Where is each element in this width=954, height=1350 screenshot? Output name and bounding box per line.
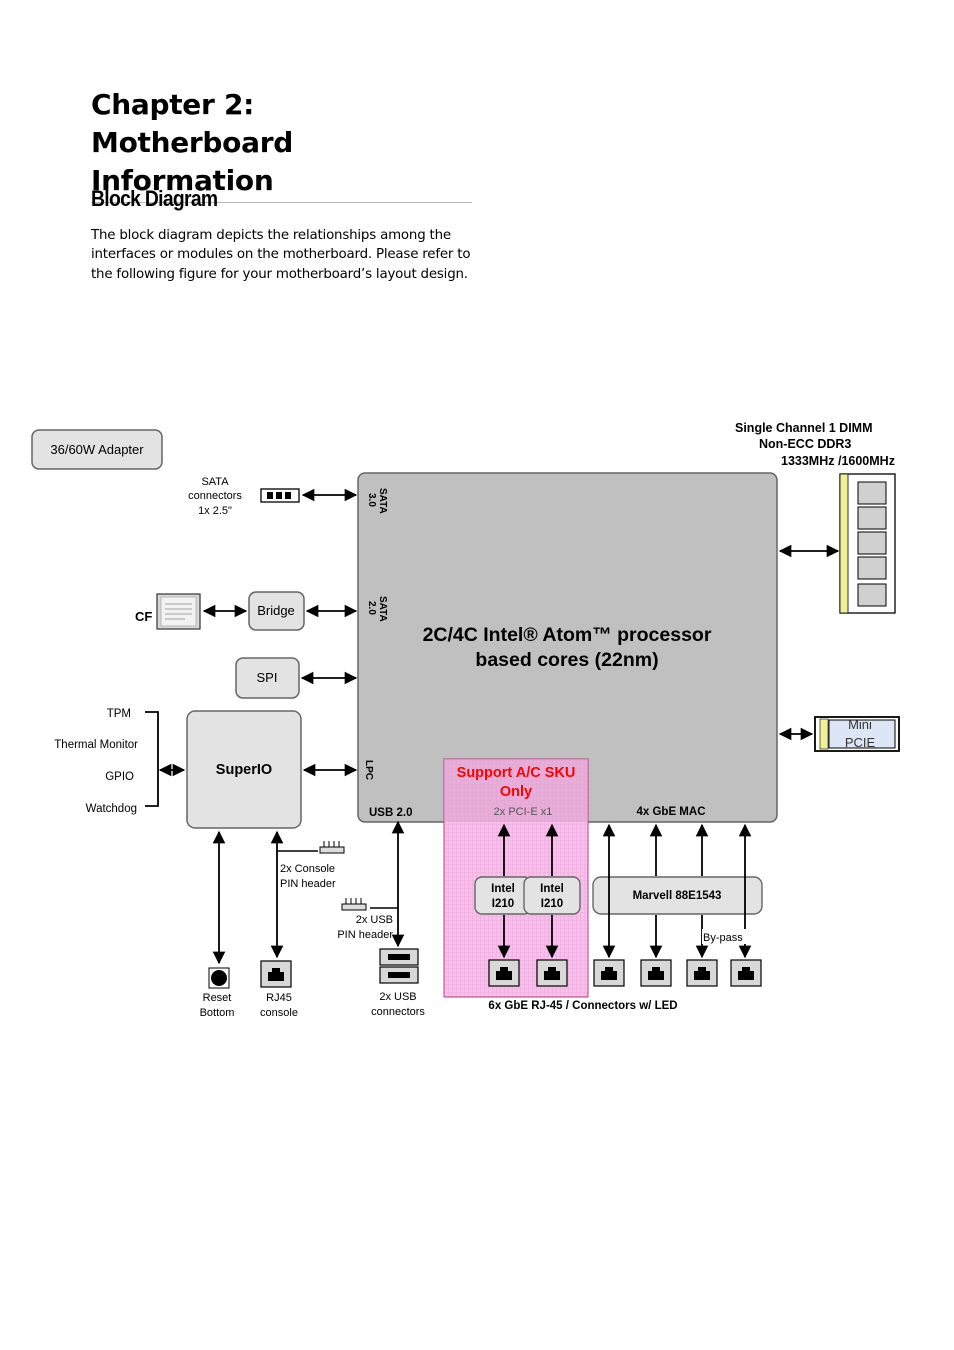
minipcie-line2: PCIE: [845, 735, 876, 750]
marvell-box: Marvell 88E1543: [592, 876, 763, 915]
intel2-line1: Intel: [540, 883, 564, 895]
console-line1: 2x Console: [280, 863, 335, 875]
rj45-port-1: [488, 959, 520, 987]
sata-port1-line1: SATA: [377, 488, 388, 514]
reset-label: Reset Bottom: [200, 992, 235, 1019]
rj45-console-line2: console: [260, 1007, 298, 1019]
adapter-label: 36/60W Adapter: [50, 442, 144, 457]
marvell-label: Marvell 88E1543: [633, 890, 722, 902]
rj45-port-5: [686, 959, 718, 987]
adapter-box: 36/60W Adapter: [31, 429, 163, 470]
usb-header-line1: 2x USB: [356, 914, 393, 926]
intel-i210-chip-1: Intel I210: [474, 876, 532, 915]
console-header-label: 2x Console PIN header: [280, 863, 336, 890]
rj45-port-4: [640, 959, 672, 987]
reset-line2: Bottom: [200, 1007, 235, 1019]
usb-connectors-label: 2x USB connectors: [371, 991, 425, 1018]
usb-header-label: 2x USB PIN header: [337, 914, 393, 941]
processor-line1: 2C/4C Intel® Atom™ processor: [423, 624, 712, 646]
bridge-label: Bridge: [257, 603, 295, 618]
bridge-box: Bridge: [248, 591, 305, 631]
sata-conn-line1: SATA: [201, 476, 229, 488]
chapter-title-line1: Chapter 2:: [91, 88, 255, 121]
superio-label: SuperIO: [216, 762, 272, 778]
rj45-console-label: RJ45 console: [260, 992, 298, 1019]
sata-connectors-label: SATA connectors 1x 2.5": [188, 476, 242, 517]
processor-line2: based cores (22nm): [475, 649, 658, 671]
usb-conn-line2: connectors: [371, 1006, 425, 1018]
usb-connectors-icon: [379, 948, 419, 984]
chapter-title-line2: Motherboard Information: [91, 126, 293, 197]
lpc-label: LPC: [363, 760, 374, 780]
dimm-icon: [839, 473, 896, 614]
sata-conn-line2: connectors: [188, 490, 242, 502]
console-line2: PIN header: [280, 878, 336, 890]
memory-labels: Single Channel 1 DIMM Non-ECC DDR3 1333M…: [735, 421, 895, 468]
usb-conn-line1: 2x USB: [379, 991, 416, 1003]
reset-line1: Reset: [203, 992, 232, 1004]
intel1-line2: I210: [492, 898, 514, 910]
sata-conn-line3: 1x 2.5": [198, 505, 232, 517]
minipcie-icon: Mini PCIE: [814, 716, 900, 752]
section-title: Block Diagram: [91, 186, 218, 211]
sata-port2-line2: 2.0: [366, 601, 377, 615]
memory-line2: Non-ECC DDR3: [759, 437, 851, 451]
console-header-icon: [319, 841, 345, 854]
sata-port1-line2: 3.0: [366, 493, 377, 507]
input-thermal: Thermal Monitor: [54, 739, 138, 751]
rj45-row: [488, 959, 762, 987]
rj45-row-label: 6x GbE RJ-45 / Connectors w/ LED: [488, 1000, 677, 1012]
memory-line3: 1333MHz /1600MHz: [781, 454, 895, 468]
spi-label: SPI: [257, 670, 278, 685]
intel2-line2: I210: [541, 898, 563, 910]
cf-card-icon: [156, 593, 201, 630]
superio-box: SuperIO: [186, 710, 302, 829]
intel1-line1: Intel: [491, 883, 515, 895]
input-tpm: TPM: [107, 708, 131, 720]
rj45-port-2: [536, 959, 568, 987]
sata-connector-icon: [260, 488, 300, 503]
usb-header-icon: [341, 898, 367, 911]
processor-label: 2C/4C Intel® Atom™ processor based cores…: [423, 624, 712, 671]
rj45-port-6: [730, 959, 762, 987]
rj45-port-3: [593, 959, 625, 987]
usb20-label: USB 2.0: [369, 807, 412, 819]
input-gpio: GPIO: [105, 771, 134, 783]
input-watchdog: Watchdog: [86, 803, 137, 815]
intro-paragraph: The block diagram depicts the relationsh…: [91, 228, 471, 282]
chapter-title: Chapter 2: Motherboard Information: [91, 86, 472, 203]
minipcie-line1: Mini: [848, 717, 872, 732]
gbe-mac-label: 4x GbE MAC: [636, 806, 705, 818]
intel-i210-chip-2: Intel I210: [523, 876, 581, 915]
reset-button-icon: [208, 967, 230, 989]
sku-line1: Support A/C SKU: [457, 765, 576, 781]
sku-label: Support A/C SKU Only: [457, 765, 576, 800]
usb-header-line2: PIN header: [337, 929, 393, 941]
bypass-label: By-pass: [703, 932, 743, 944]
superio-inputs: TPM Thermal Monitor GPIO Watchdog: [54, 708, 138, 815]
pcie-x1-label: 2x PCI-E x1: [494, 806, 553, 818]
sata-port2-line1: SATA: [377, 596, 388, 622]
rj45-console-icon: [260, 960, 292, 988]
spi-box: SPI: [235, 657, 300, 699]
memory-line1: Single Channel 1 DIMM: [735, 421, 873, 435]
sku-line2: Only: [500, 784, 532, 800]
rj45-console-line1: RJ45: [266, 992, 292, 1004]
cf-label: CF: [135, 609, 152, 624]
